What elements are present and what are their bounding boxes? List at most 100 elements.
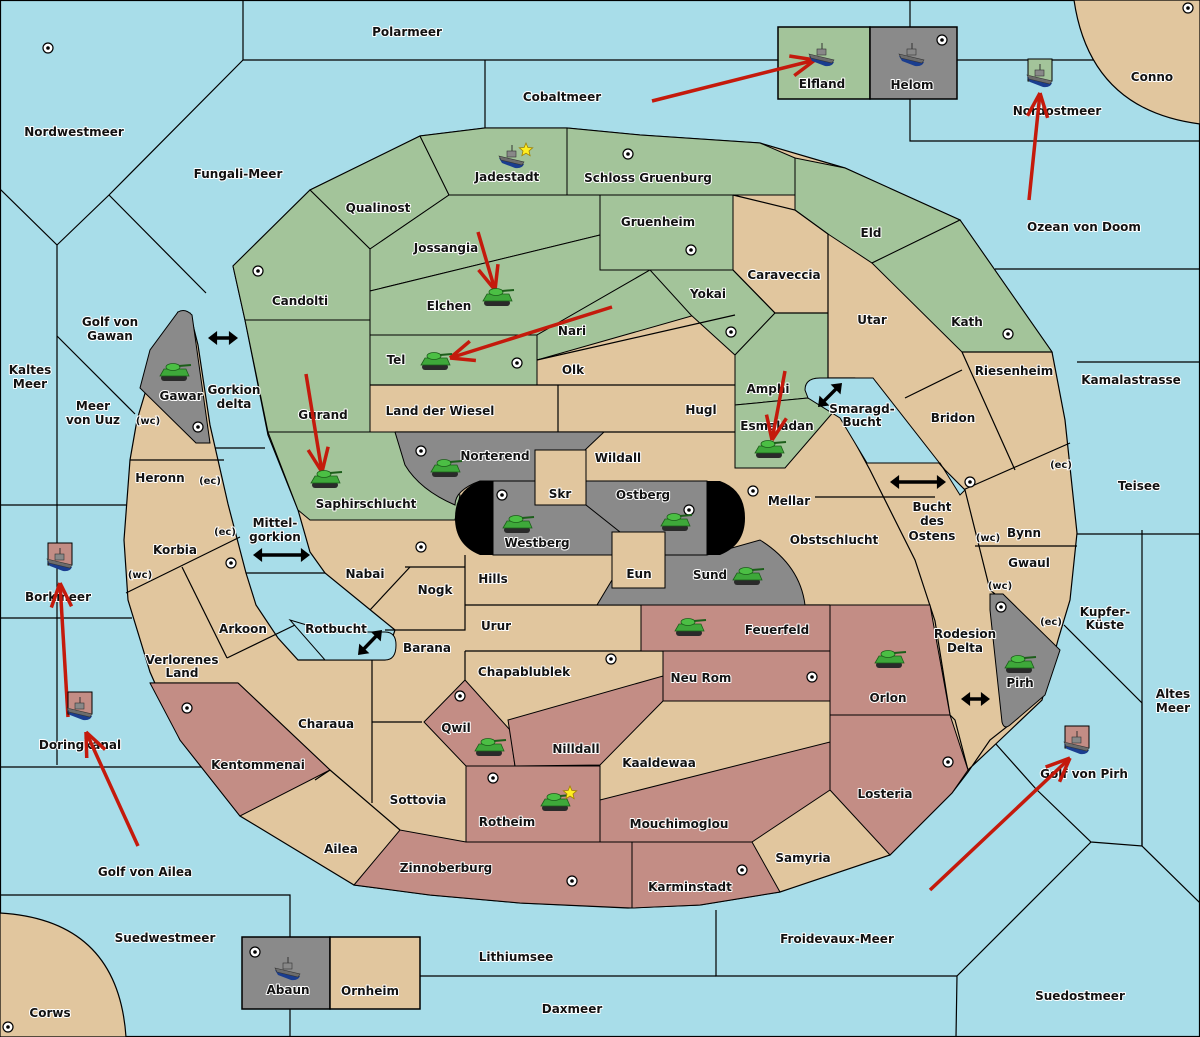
army-unit[interactable]	[732, 567, 765, 586]
sea-rotbucht[interactable]	[288, 619, 397, 661]
supply-center-icon	[415, 541, 427, 553]
region-label: Gawan	[87, 329, 133, 343]
move-order-arrow	[928, 756, 1072, 892]
region-label: Ornheim	[341, 984, 399, 998]
ship-icon	[808, 43, 835, 67]
army-unit[interactable]	[482, 288, 515, 307]
army-unit[interactable]	[310, 470, 343, 489]
region-label: Delta	[947, 641, 983, 655]
region-label: Rotheim	[479, 815, 536, 829]
army-unit[interactable]	[674, 618, 707, 637]
region-label: gorkion	[249, 530, 301, 544]
army-unit[interactable]	[540, 784, 578, 811]
region-corws[interactable]	[0, 912, 127, 1037]
supply-center-icon	[225, 557, 237, 569]
army-unit[interactable]	[660, 513, 693, 532]
region-label: Elfland	[799, 77, 845, 91]
region-label: Urur	[481, 619, 511, 633]
region-label: Eun	[626, 567, 651, 581]
region-rotheim[interactable]	[465, 765, 601, 843]
double-arrow-icon	[358, 630, 382, 655]
supply-center-icon	[622, 148, 634, 160]
fleet-unit[interactable]	[808, 43, 835, 67]
region-karminstadt[interactable]	[631, 841, 781, 909]
tank-icon	[660, 513, 693, 531]
fleet-unit[interactable]	[1063, 725, 1090, 755]
double-arrow-icon	[253, 548, 310, 562]
supply-center-icon	[995, 601, 1007, 613]
coast-label: (wc)	[128, 570, 152, 581]
army-unit[interactable]	[474, 738, 507, 757]
army-unit[interactable]	[159, 363, 192, 382]
ship-icon	[1063, 731, 1090, 755]
region-label: Westberg	[504, 536, 569, 550]
region-ornheim[interactable]	[329, 936, 421, 1010]
army-unit[interactable]	[874, 650, 907, 669]
region-mouchimoglou[interactable]	[599, 741, 831, 843]
region-gruenheim[interactable]	[599, 194, 734, 271]
sea-smaragd-bucht[interactable]	[804, 377, 966, 496]
tank-icon	[732, 567, 765, 585]
supply-center-icon	[1182, 2, 1194, 14]
region-label: Caraveccia	[747, 268, 820, 282]
region-label: Riesenheim	[975, 364, 1054, 378]
region-label: Helom	[890, 78, 933, 92]
tank-icon	[754, 440, 787, 458]
army-unit[interactable]	[754, 440, 787, 459]
region-kentommenai[interactable]	[149, 682, 331, 817]
region-label: Land der Wiesel	[386, 404, 495, 418]
region-label: Kaltes	[9, 363, 52, 377]
supply-center-icon	[181, 702, 193, 714]
region-label: Orlon	[869, 691, 906, 705]
region-label: Bynn	[1007, 526, 1041, 540]
region-label: Teisee	[1118, 479, 1160, 493]
double-arrow-icon	[208, 331, 238, 345]
region-label: Kupfer-	[1080, 605, 1130, 619]
supply-center-icon	[1002, 328, 1014, 340]
region-jossangia[interactable]	[369, 194, 601, 292]
army-unit[interactable]	[420, 352, 453, 371]
fleet-unit[interactable]	[1026, 58, 1053, 88]
tank-icon	[420, 352, 453, 370]
region-label: Kamalastrasse	[1081, 373, 1181, 387]
move-order-arrow	[448, 305, 613, 363]
region-label: Pirh	[1006, 676, 1033, 690]
army-unit[interactable]	[502, 515, 535, 534]
coast-label: (ec)	[199, 476, 221, 487]
coast-label: (ec)	[1050, 460, 1072, 471]
fleet-unit[interactable]	[46, 542, 73, 572]
army-unit[interactable]	[430, 459, 463, 478]
gray-territories	[139, 310, 1061, 728]
region-label: Hills	[478, 572, 508, 586]
region-label: Candolti	[272, 294, 328, 308]
supply-center-icon	[566, 875, 578, 887]
region-label: Arkoon	[219, 622, 267, 636]
region-label: Nari	[558, 324, 586, 338]
supply-center-icon	[2, 1021, 14, 1033]
fleet-unit[interactable]	[274, 957, 301, 981]
fleet-unit[interactable]	[498, 141, 534, 169]
region-label: Saphirschlucht	[316, 497, 417, 511]
region-label: Bucht	[912, 500, 951, 514]
army-unit[interactable]	[1004, 655, 1037, 674]
tank-icon	[874, 650, 907, 668]
region-label: Tel	[387, 353, 406, 367]
region-label: Zinnoberburg	[400, 861, 492, 875]
region-conno[interactable]	[1073, 0, 1200, 125]
fleet-unit[interactable]	[898, 43, 925, 67]
supply-center-icon	[454, 690, 466, 702]
region-label: Bridon	[931, 411, 976, 425]
fleet-unit[interactable]	[66, 691, 93, 721]
region-nilldall[interactable]	[507, 675, 664, 767]
region-pirh[interactable]	[989, 593, 1061, 728]
ship-icon	[66, 697, 93, 721]
move-orders	[49, 54, 1072, 892]
region-label: Mouchimoglou	[630, 817, 729, 831]
region-label: Nogk	[418, 583, 454, 597]
region-label: Heronn	[135, 471, 184, 485]
region-eun[interactable]	[611, 531, 666, 589]
region-label: Schloss Gruenburg	[584, 171, 712, 185]
region-label: Suedwestmeer	[115, 931, 216, 945]
region-label: von Uuz	[66, 413, 120, 427]
region-skr[interactable]	[534, 449, 587, 506]
